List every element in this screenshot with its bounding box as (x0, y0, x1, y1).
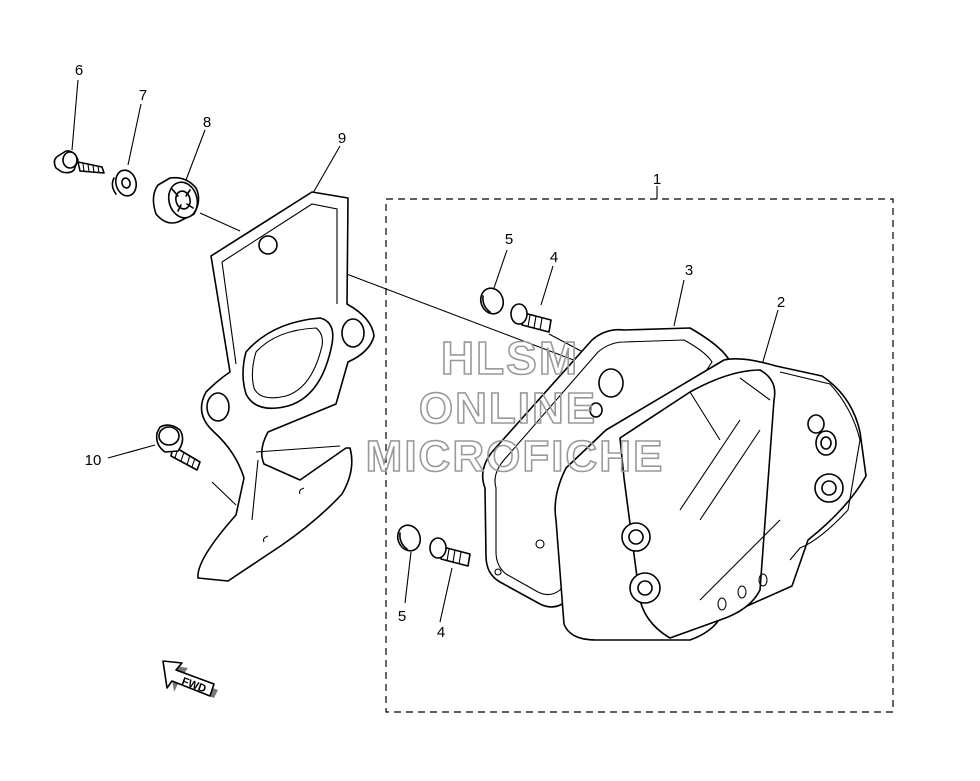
bolt-part-10 (155, 424, 201, 471)
watermark-line-1: HLSM (441, 332, 579, 384)
cap-part-5-lower (396, 524, 422, 552)
watermark-line-3: MICROFICHE (366, 432, 665, 481)
washer-part-7 (111, 169, 138, 197)
grommet-part-8 (152, 176, 200, 224)
bolt-part-4-upper (510, 303, 552, 333)
watermark: HLSM ONLINE MICROFICHE (365, 331, 665, 482)
fwd-arrow-icon: FWD (162, 660, 218, 698)
assembly-box (385, 198, 894, 713)
callout-9: 9 (338, 130, 346, 147)
callout-4-upper: 4 (550, 249, 558, 266)
callout-8: 8 (203, 114, 211, 131)
bolt-part-4-lower (429, 537, 471, 567)
callout-numbers: 1 2 3 4 5 5 4 6 7 8 9 10 (75, 62, 785, 641)
cover-part-2 (554, 358, 867, 641)
callout-2: 2 (777, 294, 785, 311)
callout-5-lower: 5 (398, 608, 406, 625)
callout-10: 10 (85, 452, 102, 469)
callout-7: 7 (139, 87, 147, 104)
callout-4-lower: 4 (437, 624, 445, 641)
fwd-label: FWD (180, 676, 208, 696)
bolt-part-6 (53, 150, 105, 174)
callout-3: 3 (685, 262, 693, 279)
callout-6: 6 (75, 62, 83, 79)
bracket-part-9 (197, 191, 375, 582)
cap-part-5-upper (479, 287, 505, 315)
callout-5-upper: 5 (505, 231, 513, 248)
watermark-line-2: ONLINE (419, 384, 597, 433)
callout-1: 1 (653, 171, 661, 188)
